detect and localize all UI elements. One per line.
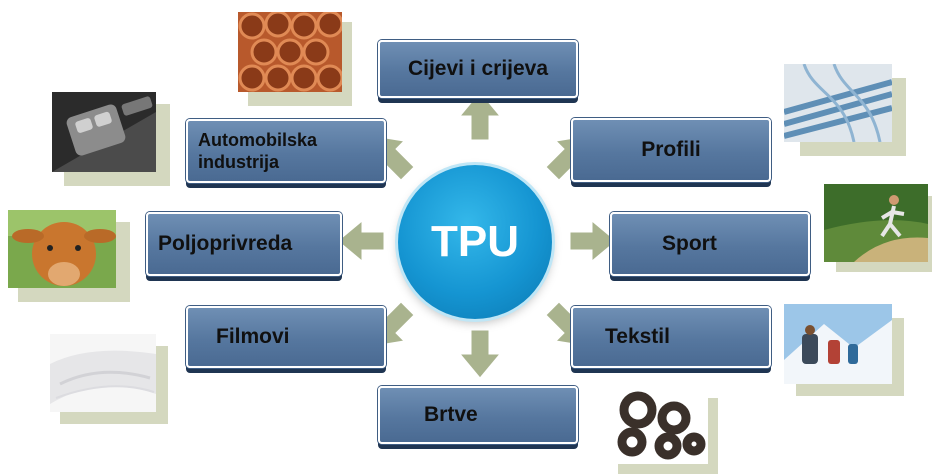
application-box-automobilska: Automobilska industrija: [186, 119, 386, 183]
application-label-line: industrija: [198, 152, 280, 172]
seals-photo: [608, 388, 708, 464]
application-label: Profili: [641, 137, 701, 161]
application-box-tekstil: Tekstil: [571, 306, 771, 368]
runner-photo: [824, 184, 928, 262]
application-label: Brtve: [424, 402, 478, 426]
arrow-down: [458, 329, 502, 379]
application-box-poljoprivreda: Poljoprivreda: [146, 212, 342, 276]
application-box-cijevi: Cijevi i crijeva: [378, 40, 578, 98]
arrow-up: [458, 91, 502, 141]
hikers-photo: [784, 304, 892, 384]
cow-photo: [8, 210, 116, 288]
application-label: Sport: [662, 231, 717, 255]
car-interior-photo: [52, 92, 156, 172]
application-box-sport: Sport: [610, 212, 810, 276]
application-label-line: Automobilska: [198, 129, 318, 150]
pipes-photo: [238, 12, 342, 92]
application-label: Poljoprivreda: [158, 231, 293, 255]
application-box-brtve: Brtve: [378, 386, 578, 444]
film-photo: [50, 334, 156, 412]
arrow-left: [337, 219, 385, 263]
arrow-right: [569, 219, 617, 263]
application-label: Cijevi i crijeva: [407, 56, 549, 80]
profiles-photo: [784, 64, 892, 142]
application-label: Tekstil: [605, 324, 670, 348]
application-box-profili: Profili: [571, 118, 771, 182]
application-box-filmovi: Filmovi: [186, 306, 386, 368]
center-label: TPU: [431, 217, 519, 266]
tpu-center-circle: TPU: [398, 165, 552, 319]
application-label: Filmovi: [216, 324, 290, 348]
